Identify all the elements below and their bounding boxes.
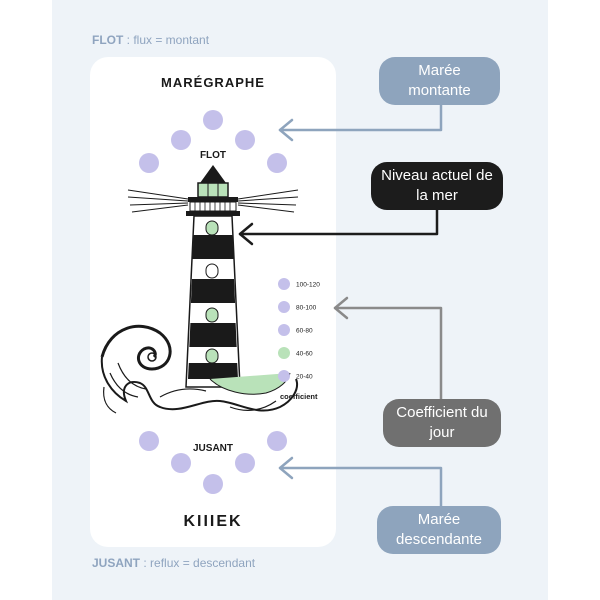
legend-swatch [278, 347, 290, 359]
legend-swatch [278, 278, 290, 290]
jusant-dot [235, 453, 255, 473]
caption-jusant: JUSANT : reflux = descendant [92, 556, 256, 570]
legend-title: coefficient [280, 392, 318, 401]
flot-dots [139, 110, 287, 173]
flot-dot [235, 130, 255, 150]
flot-dot [139, 153, 159, 173]
legend-label: 60-80 [296, 328, 313, 335]
flot-label: FLOT [199, 150, 227, 161]
legend-swatch [278, 324, 290, 336]
legend-label: 20-40 [296, 374, 313, 381]
jusant-dot [203, 474, 223, 494]
callout-niveau-actuel: Niveau actuel de la mer [371, 162, 503, 210]
brand-logo: KIIIEK [183, 513, 243, 530]
wave-illustration [100, 324, 298, 414]
light-rays [127, 189, 299, 213]
callout-coefficient-jour: Coefficient du jour [383, 399, 501, 447]
legend-label: 100-120 [296, 282, 320, 289]
legend-swatch [278, 370, 290, 382]
coefficient-legend: 100-120 80-100 60-80 40-60 20-40 coeffic… [278, 278, 320, 401]
lighthouse-lantern [186, 165, 240, 216]
lighthouse-illustration: 100-120 80-100 60-80 40-60 20-40 coeffic… [100, 110, 320, 494]
lighthouse-tower [185, 215, 241, 388]
jusant-dot [139, 431, 159, 451]
callout-maree-montante: Marée montante [379, 57, 500, 105]
jusant-dot [171, 453, 191, 473]
jusant-label: JUSANT [192, 443, 233, 454]
card-title: MARÉGRAPHE [161, 75, 265, 90]
legend-label: 80-100 [296, 305, 317, 312]
flot-dot [171, 130, 191, 150]
flot-dot [203, 110, 223, 130]
caption-flot: FLOT : flux = montant [92, 33, 210, 47]
flot-dot [267, 153, 287, 173]
callout-maree-descendante: Marée descendante [377, 506, 501, 554]
jusant-dot [267, 431, 287, 451]
maregraphe-card: MARÉGRAPHE FLOT JUSANT KIIIEK [90, 57, 336, 547]
jusant-dots [139, 431, 287, 494]
legend-label: 40-60 [296, 351, 313, 358]
legend-swatch [278, 301, 290, 313]
